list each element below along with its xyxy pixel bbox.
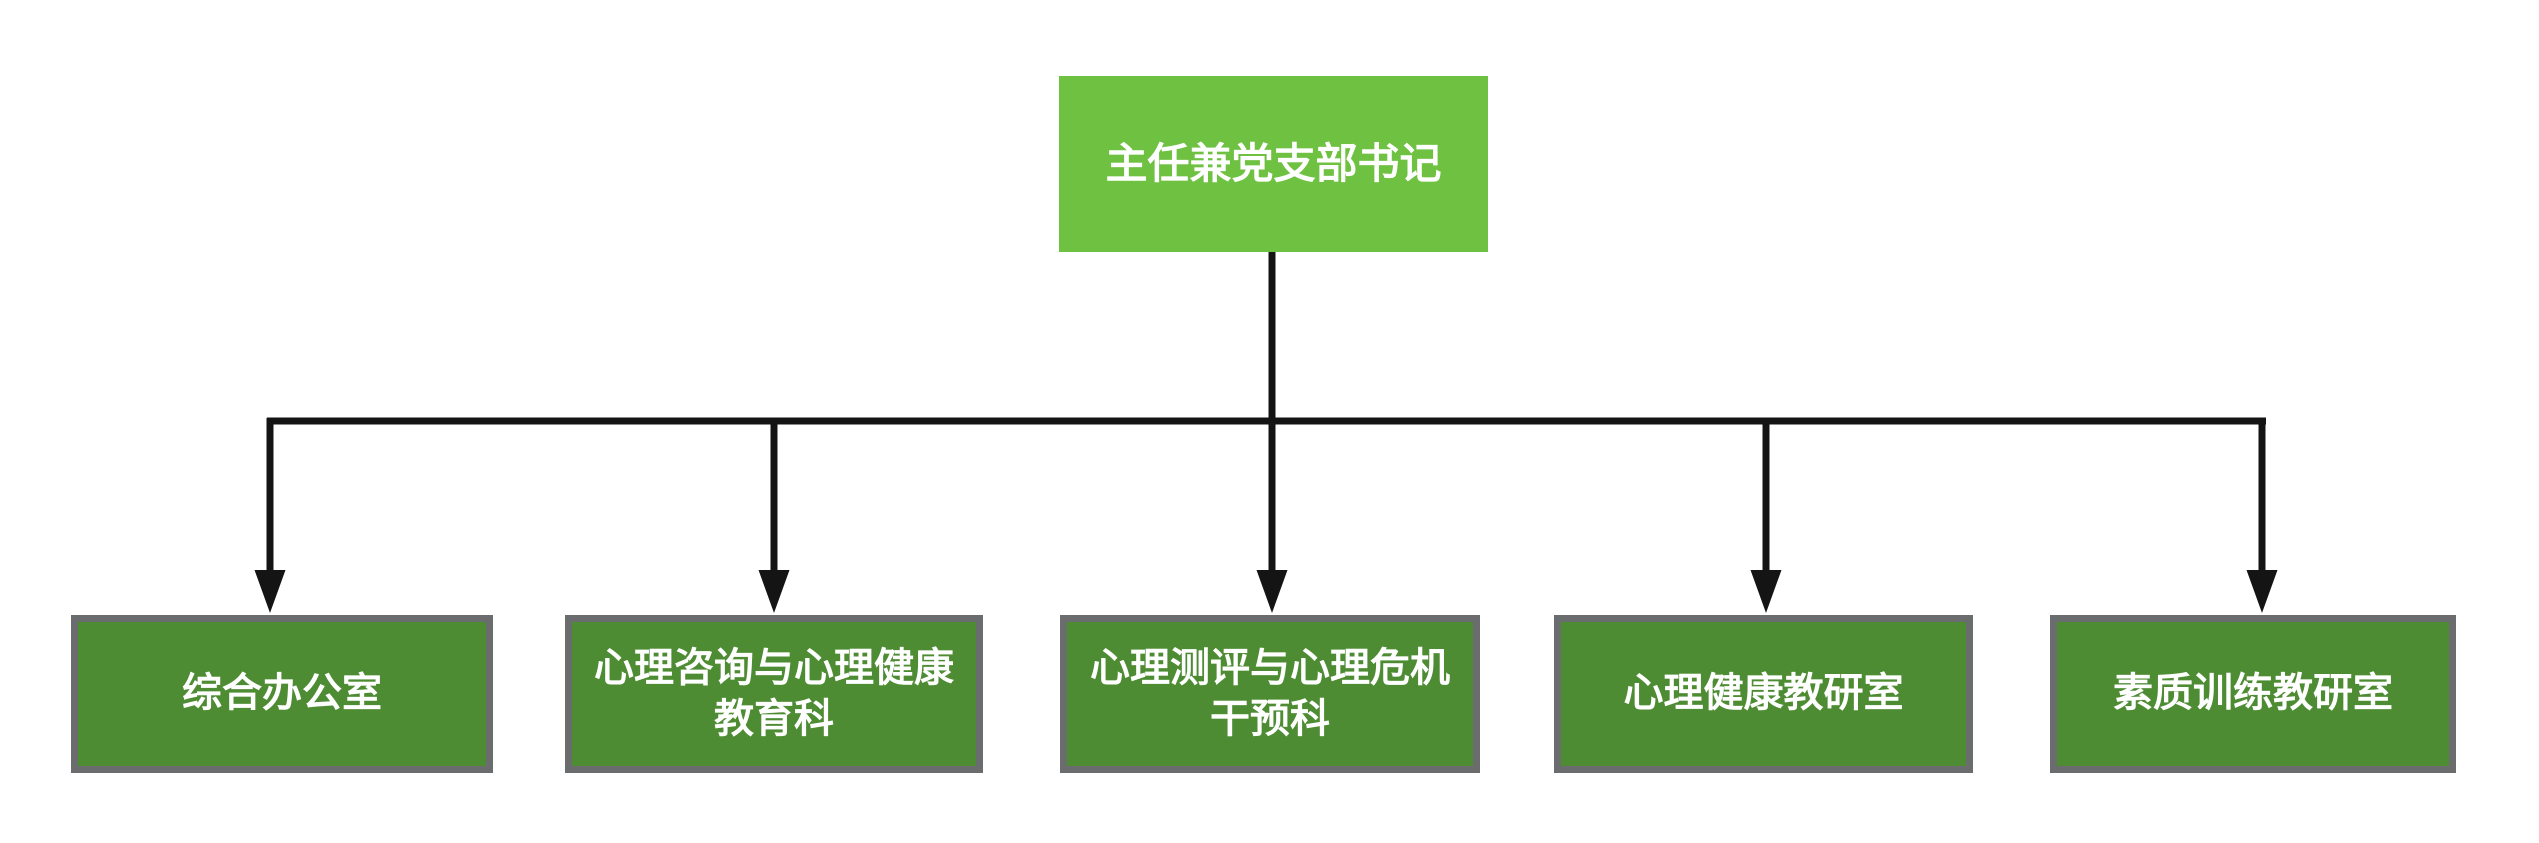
org-node-general-office[interactable]: 综合办公室 [71, 615, 493, 773]
org-node-label: 心理咨询与心理健康 教育科 [594, 645, 954, 741]
org-node-counseling-education[interactable]: 心理咨询与心理健康 教育科 [565, 615, 983, 773]
arrow-down-icon [758, 570, 790, 613]
org-node-root[interactable]: 主任兼党支部书记 [1059, 76, 1488, 252]
org-node-label: 心理测评与心理危机 干预科 [1090, 645, 1450, 741]
arrow-down-icon [1750, 570, 1782, 613]
arrow-down-icon [254, 570, 286, 613]
org-node-label: 综合办公室 [182, 671, 382, 716]
org-node-assessment-crisis[interactable]: 心理测评与心理危机 干预科 [1060, 615, 1480, 773]
org-node-label: 素质训练教研室 [2113, 671, 2393, 716]
arrow-down-icon [2246, 570, 2278, 613]
org-node-quality-training[interactable]: 素质训练教研室 [2050, 615, 2456, 773]
org-node-root-label: 主任兼党支部书记 [1105, 140, 1442, 188]
arrow-down-icon [1256, 570, 1288, 613]
org-node-mental-health-teaching[interactable]: 心理健康教研室 [1554, 615, 1973, 773]
org-node-label: 心理健康教研室 [1623, 671, 1904, 716]
